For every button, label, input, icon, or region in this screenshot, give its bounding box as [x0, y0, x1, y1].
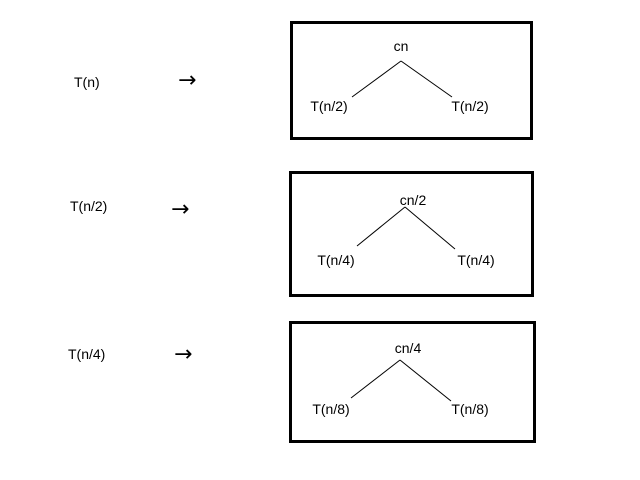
row-1-left-edge — [351, 60, 402, 98]
row-3-arrow-icon: → — [174, 342, 193, 367]
row-1-arrow-icon: → — [178, 68, 197, 93]
row-2-recurrence-label: T(n/2) — [70, 198, 108, 214]
row-2-arrow-icon: → — [171, 197, 190, 222]
row-3-right-edge — [399, 359, 452, 402]
row-3-left-child-node: T(n/8) — [312, 401, 350, 417]
row-3-tree-edges — [350, 359, 452, 402]
row-2-left-edge — [356, 206, 406, 247]
row-2-left-child-node: T(n/4) — [317, 252, 355, 268]
row-1-right-edge — [400, 60, 453, 98]
row-1-recursion-tree: cn T(n/2) T(n/2) — [290, 21, 533, 140]
row-1-recurrence-label: T(n) — [74, 74, 100, 90]
row-3-recurrence-label: T(n/4) — [68, 346, 106, 362]
row-2-recursion-tree: cn/2 T(n/4) T(n/4) — [289, 171, 534, 297]
row-3-recursion-tree: cn/4 T(n/8) T(n/8) — [289, 321, 536, 443]
row-3-right-child-node: T(n/8) — [451, 401, 489, 417]
row-1-tree-edges — [351, 60, 453, 98]
row-2-right-edge — [404, 206, 456, 250]
row-2-tree-edges — [356, 206, 456, 250]
row-1-root-node: cn — [393, 38, 409, 54]
row-2-root-node: cn/2 — [399, 192, 427, 208]
row-2-right-child-node: T(n/4) — [457, 252, 495, 268]
row-3-left-edge — [350, 359, 401, 399]
row-3-root-node: cn/4 — [394, 340, 422, 356]
row-1-right-child-node: T(n/2) — [451, 98, 489, 114]
row-1-left-child-node: T(n/2) — [310, 98, 348, 114]
